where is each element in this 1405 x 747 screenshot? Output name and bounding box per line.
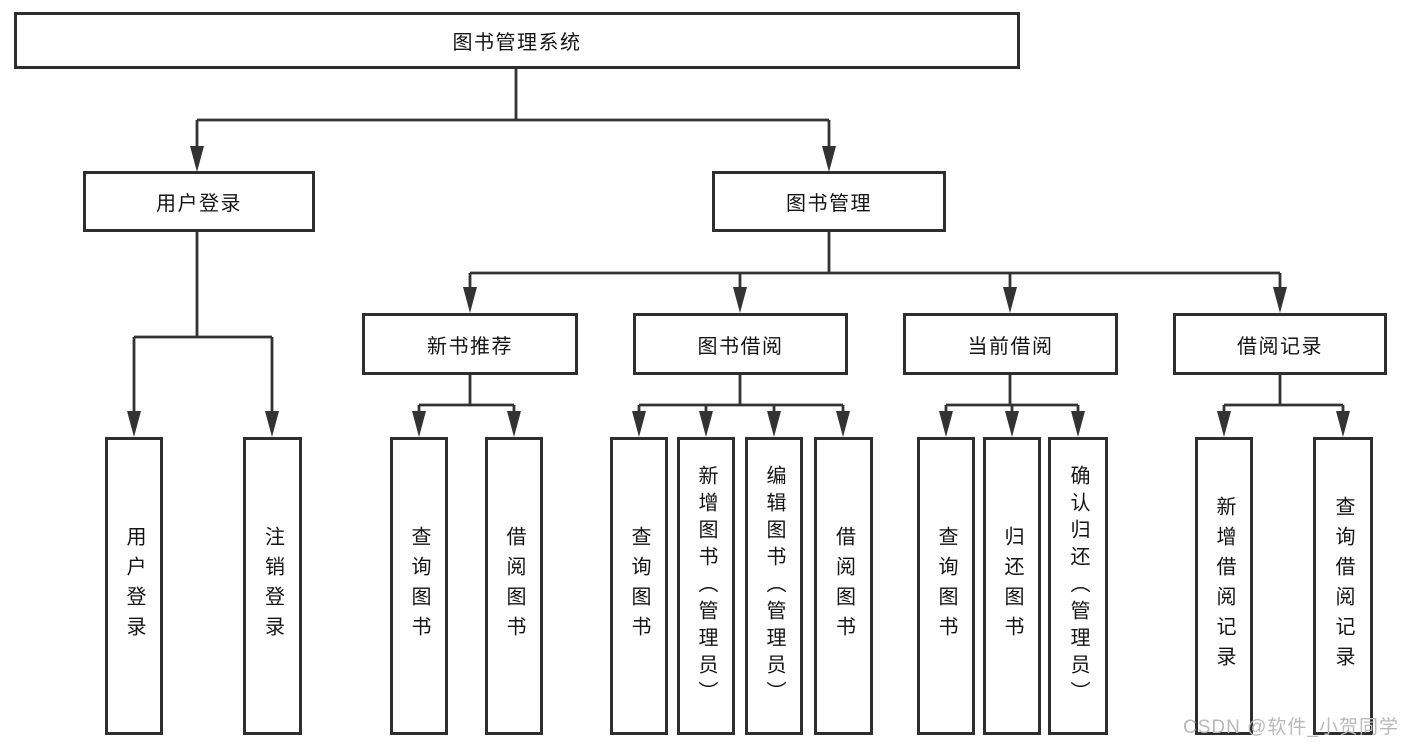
node-label: 借阅记录 <box>1237 335 1323 358</box>
node-user-login: 用户登录 <box>83 171 315 232</box>
node-label: 查询图书 <box>408 526 430 646</box>
leaf-confirm-return-admin: 确认归还（管理员） <box>1048 437 1108 735</box>
node-library-management-system: 图书管理系统 <box>14 12 1020 69</box>
node-label: 新增借阅记录 <box>1213 496 1235 676</box>
node-label: 注销登录 <box>261 526 284 646</box>
leaf-return-books: 归还图书 <box>983 437 1041 735</box>
leaf-query-books-recommend: 查询图书 <box>390 437 448 735</box>
leaf-add-books-admin: 新增图书（管理员） <box>677 437 735 735</box>
node-label: 查询借阅记录 <box>1332 496 1354 676</box>
node-label: 用户登录 <box>123 526 145 646</box>
leaf-logout: 注销登录 <box>243 437 302 735</box>
node-label: 借阅图书 <box>832 526 855 646</box>
csdn-watermark: CSDN @软件_小贺同学 <box>1183 717 1399 738</box>
node-new-book-recommend: 新书推荐 <box>362 313 578 375</box>
node-label: 图书借阅 <box>697 335 784 358</box>
node-label: 编辑图书（管理员） <box>763 464 785 708</box>
connector-borrowing-records-branch <box>1222 375 1345 415</box>
leaf-query-books-current: 查询图书 <box>917 437 975 735</box>
leaf-borrow-books: 借阅图书 <box>814 437 873 735</box>
node-label: 当前借阅 <box>967 335 1054 358</box>
leaf-edit-books-admin: 编辑图书（管理员） <box>745 437 803 735</box>
node-book-borrowing: 图书借阅 <box>633 313 848 375</box>
node-book-management: 图书管理 <box>712 171 946 232</box>
leaf-add-borrow-record: 新增借阅记录 <box>1195 437 1253 735</box>
leaf-query-books-borrowing: 查询图书 <box>610 437 668 735</box>
node-label: 新增图书（管理员） <box>695 464 717 708</box>
node-label: 查询图书 <box>628 526 650 646</box>
connector-book-management-branch <box>468 232 1282 291</box>
node-label: 借阅图书 <box>503 526 525 646</box>
node-borrowing-records: 借阅记录 <box>1173 313 1387 375</box>
node-label: 图书管理系统 <box>452 32 582 54</box>
leaf-borrow-books-recommend: 借阅图书 <box>485 437 543 735</box>
node-label: 归还图书 <box>1001 526 1023 646</box>
node-label: 确认归还（管理员） <box>1067 464 1089 708</box>
connector-root-to-level2 <box>195 68 831 150</box>
node-current-borrowing: 当前借阅 <box>903 313 1118 375</box>
leaf-user-login: 用户登录 <box>105 437 163 735</box>
node-label: 图书管理 <box>786 193 872 215</box>
node-label: 查询图书 <box>935 526 957 646</box>
node-label: 用户登录 <box>156 193 242 215</box>
connector-book-borrowing-branch <box>637 375 845 415</box>
connector-current-borrowing-branch <box>944 375 1080 415</box>
node-label: 新书推荐 <box>427 335 513 358</box>
connector-new-book-branch <box>417 375 516 415</box>
arrowheads <box>127 146 1350 437</box>
leaf-query-borrow-record: 查询借阅记录 <box>1313 437 1373 735</box>
connector-user-login-branch <box>132 232 274 415</box>
